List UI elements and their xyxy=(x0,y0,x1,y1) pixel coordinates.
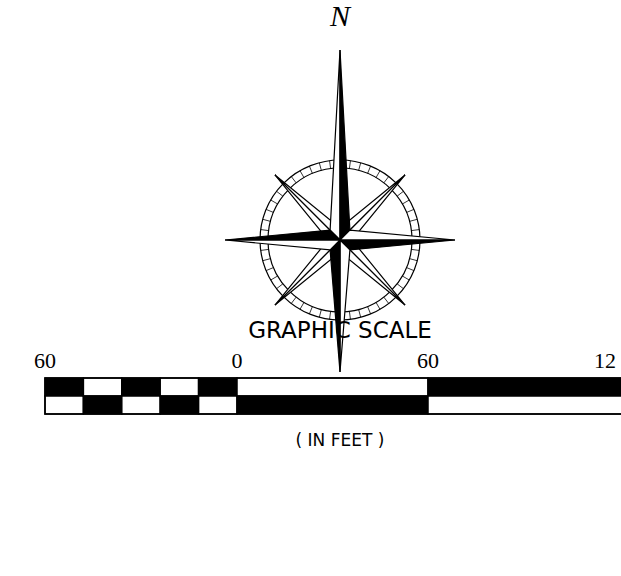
scale-number: 60 xyxy=(417,350,439,372)
scale-number: 60 xyxy=(34,350,56,372)
scale-number: 12 xyxy=(594,350,616,372)
scale-number: 0 xyxy=(232,350,243,372)
north-letter: N xyxy=(330,1,350,31)
scale-title: GRAPHIC SCALE xyxy=(248,319,432,342)
compass-rose xyxy=(225,50,455,372)
unit-note: ( IN FEET ) xyxy=(296,432,385,449)
scale-bar xyxy=(45,378,621,414)
